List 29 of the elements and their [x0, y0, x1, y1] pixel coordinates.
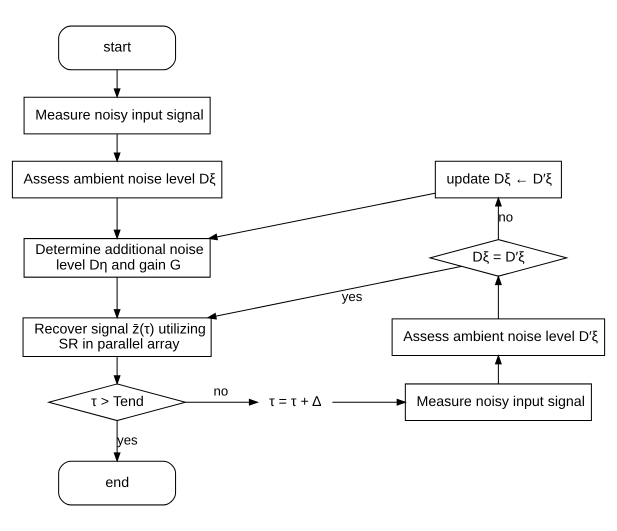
- arrow: [114, 198, 121, 240]
- node-box: Assess ambient noise level Dξ: [12, 160, 222, 198]
- node-box: Measure noisy input signal: [404, 383, 592, 422]
- node-box: Determine additional noise level Dη and gain G: [24, 238, 211, 278]
- arrow: [494, 274, 502, 319]
- node-box: Measure noisy input signal: [24, 96, 211, 134]
- arrow: [114, 134, 121, 163]
- edge-label: yes: [342, 288, 362, 304]
- arrow: [494, 354, 502, 384]
- node-diamond: Dξ = D′ξ: [428, 239, 569, 277]
- arrow: [185, 398, 260, 406]
- node-box: update Dξ ← D′ξ: [434, 160, 562, 198]
- arrow: [494, 196, 502, 240]
- node-box: Recover signal z̄(τ) utilizing SR in parallel array: [22, 317, 212, 357]
- arrow: [207, 192, 436, 240]
- arrow: [206, 266, 462, 320]
- node-box: Assess ambient noise level D′ξ: [392, 318, 606, 356]
- arrow: [114, 277, 121, 320]
- edge-label: no: [213, 384, 228, 399]
- arrow: [114, 70, 121, 98]
- arrow: [332, 398, 407, 406]
- arrow: [114, 420, 121, 463]
- edge-label: yes: [117, 432, 138, 448]
- edge-label: no: [498, 210, 514, 225]
- node-text: τ = τ + Δ: [269, 394, 322, 410]
- arrow: [114, 356, 121, 386]
- node-box: end: [58, 460, 176, 506]
- node-diamond: τ > Tend: [46, 383, 188, 422]
- node-box: start: [58, 26, 176, 70]
